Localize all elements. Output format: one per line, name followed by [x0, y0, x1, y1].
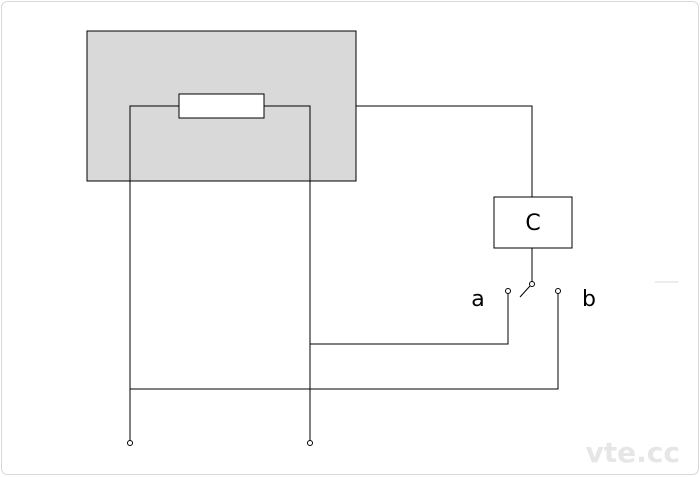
wire-right-lead: [264, 105, 311, 441]
resistor: [178, 93, 265, 119]
switch-label-a: a: [471, 287, 484, 312]
component-c-box: [493, 196, 573, 249]
wire-housing-to-c: [356, 105, 533, 197]
switch-label-b: b: [582, 287, 596, 312]
wires: [129, 105, 559, 441]
switch-blade: [519, 285, 531, 298]
switch-contact-b: [555, 288, 561, 294]
output-terminal-left: [127, 440, 133, 446]
wire-b-to-left-lead: [130, 293, 559, 390]
output-terminals: [127, 440, 313, 446]
switch-contact-a: [505, 288, 511, 294]
output-terminal-right: [307, 440, 313, 446]
wire-left-lead: [129, 105, 179, 441]
watermark: vte.cc: [586, 436, 680, 469]
component-c-label: C: [525, 211, 540, 236]
switch-contacts: [505, 281, 561, 294]
switch-pivot-contact: [529, 281, 535, 287]
wire-a-to-right-lead: [310, 293, 509, 345]
